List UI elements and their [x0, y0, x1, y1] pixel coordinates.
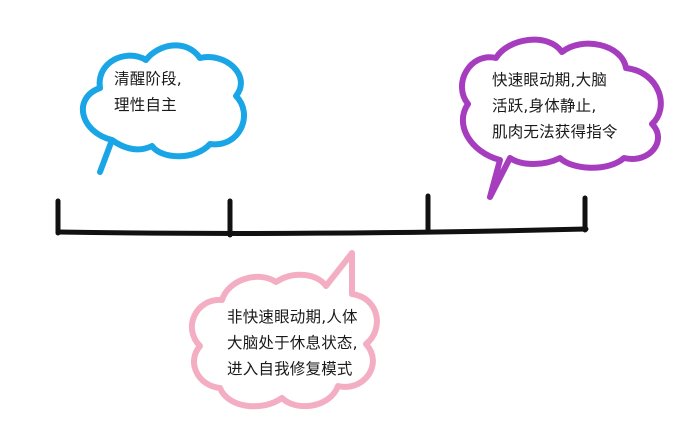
nrem-text-line-1: 非快速眼动期,人体 — [227, 308, 358, 326]
nrem-bubble-text: 非快速眼动期,人体 大脑处于休息状态, 进入自我修复模式 — [227, 304, 358, 382]
rem-bubble-text: 快速眼动期,大脑 活跃,身体静止, 肌肉无法获得指令 — [492, 67, 618, 145]
timeline-axis — [55, 226, 589, 236]
rem-speech-bubble — [459, 36, 664, 200]
awake-text-line-1: 清醒阶段, — [114, 70, 182, 88]
nrem-text-line-3: 进入自我修复模式 — [227, 360, 353, 378]
awake-speech-bubble — [79, 42, 247, 175]
nrem-text-line-2: 大脑处于休息状态, — [227, 334, 358, 352]
nrem-speech-bubble — [188, 250, 380, 410]
rem-text-line-3: 肌肉无法获得指令 — [492, 123, 618, 141]
timeline — [55, 193, 589, 238]
rem-text-line-1: 快速眼动期,大脑 — [492, 71, 608, 89]
awake-bubble-text: 清醒阶段, 理性自主 — [114, 66, 182, 118]
awake-text-line-2: 理性自主 — [114, 96, 177, 114]
rem-text-line-2: 活跃,身体静止, — [492, 97, 597, 115]
